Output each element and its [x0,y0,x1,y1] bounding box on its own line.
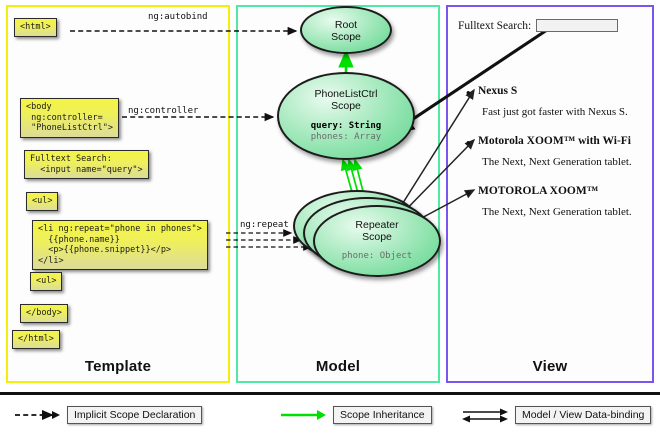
scope-root-title-1: Root [334,19,358,31]
legend-binding-label: Model / View Data-binding [515,406,652,424]
green-arrow-icon [281,410,326,420]
code-box-ul-open: <ul> [26,192,59,211]
dashed-arrow-icon [15,409,60,421]
scope-repeater: Repeater Scope phone: Object [313,205,441,277]
edge-label-ng-autobind: ng:autobind [148,12,208,22]
scope-root-title-2: Scope [331,31,361,43]
phone-list-item: Motorola XOOM™ with Wi-Fi The Next, Next… [466,135,646,168]
edge-label-ng-controller: ng:controller [128,106,199,116]
legend-scope-inheritance: Scope Inheritance [280,406,432,424]
double-arrow-icon [462,408,508,423]
legend-implicit-scope-declaration: Implicit Scope Declaration [14,406,203,424]
view-search-label: Fulltext Search: [458,19,532,32]
legend-divider [0,392,660,395]
code-box-html-open: <html> [14,18,57,37]
scope-ctrl-title-1: PhoneListCtrl [314,88,378,100]
phone-snippet: The Next, Next Generation tablet. [482,156,632,168]
legend-implicit-label: Implicit Scope Declaration [67,406,203,424]
phone-name: Motorola XOOM™ with Wi-Fi [466,135,646,151]
view-search-row: Fulltext Search: [458,19,619,32]
panel-view-title: View [532,358,568,375]
scope-ctrl-prop-query: query: String [310,121,382,131]
scope-repeater-title-1: Repeater [355,219,399,231]
scope-phonelistctrl: PhoneListCtrl Scope query: String phones… [277,72,415,160]
scope-ctrl-prop-phones: phones: Array [310,132,382,142]
code-box-body-close: </body> [20,304,68,323]
code-box-html-close: </html> [12,330,60,349]
code-box-ul-close: <ul> [30,272,63,291]
phone-snippet: The Next, Next Generation tablet. [482,206,632,218]
code-box-li-repeat: <li ng:repeat="phone in phones"> {{phone… [32,220,208,270]
scope-repeater-title-2: Scope [362,231,392,243]
search-input[interactable] [536,19,619,32]
legend-inherit-label: Scope Inheritance [333,406,432,424]
scope-repeater-prop-phone: phone: Object [341,251,413,261]
phone-name: Nexus S [466,85,646,101]
code-box-search-input: Fulltext Search: <input name="query"> [24,150,149,179]
view-rendered-output: Fulltext Search: Nexus S Fast just got f… [452,11,648,377]
scope-ctrl-title-2: Scope [331,100,361,112]
phone-list-item: Nexus S Fast just got faster with Nexus … [466,85,646,118]
phone-snippet: Fast just got faster with Nexus S. [482,106,628,118]
phone-list-item: MOTOROLA XOOM™ The Next, Next Generation… [466,185,646,218]
panel-template-title: Template [84,358,152,375]
edge-label-ng-repeat: ng:repeat [240,220,289,230]
scope-root: Root Scope [300,6,392,54]
phone-name: MOTOROLA XOOM™ [466,185,646,201]
legend-data-binding: Model / View Data-binding [462,406,652,424]
code-box-body-open: <body ng:controller= "PhoneListCtrl"> [20,98,119,138]
panel-model-title: Model [315,358,361,375]
